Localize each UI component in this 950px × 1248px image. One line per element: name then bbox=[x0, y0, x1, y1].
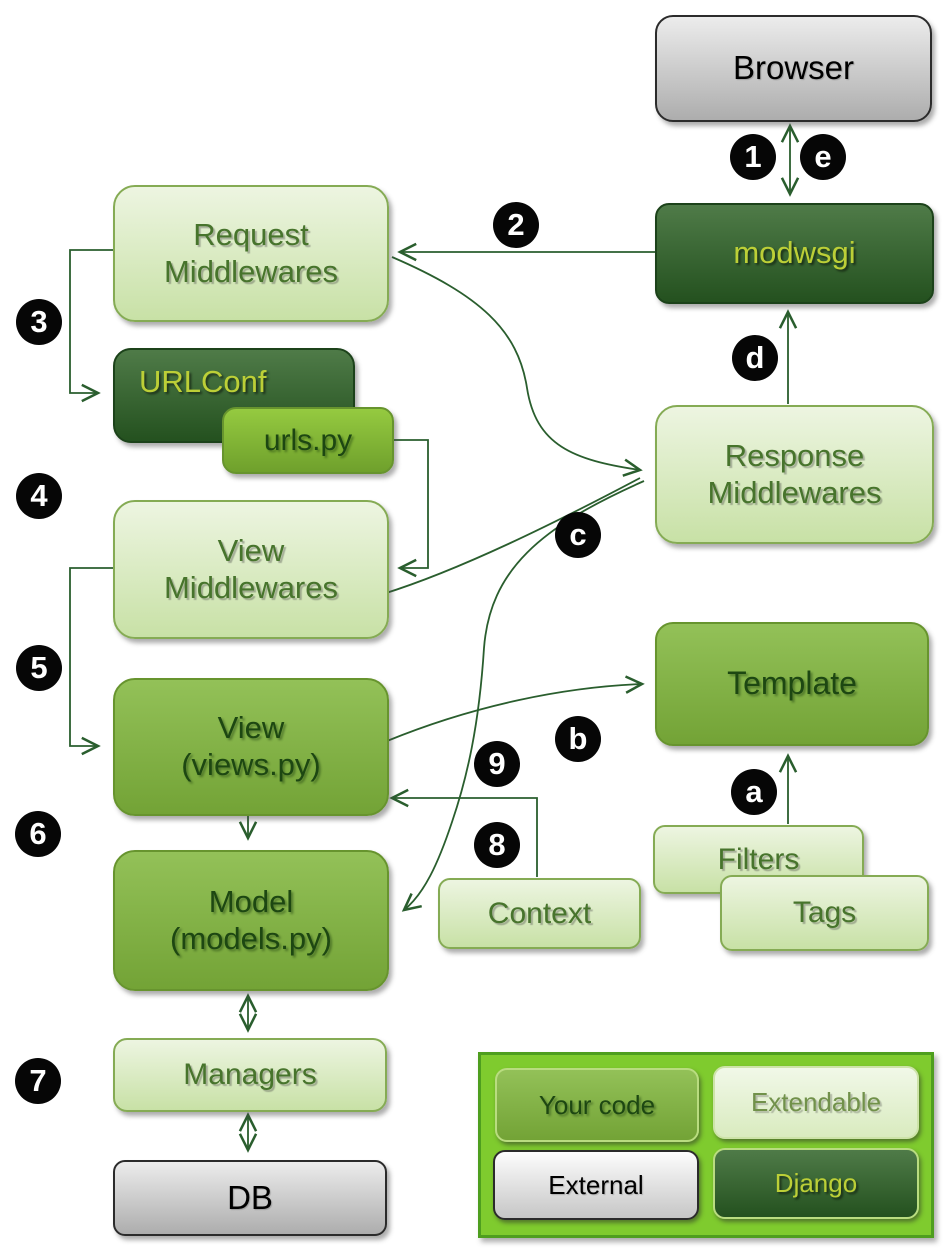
legend-item-external: External bbox=[493, 1150, 699, 1220]
legend-extendable-label: Extendable bbox=[750, 1087, 882, 1117]
node-response-middlewares-label: Response Middlewares bbox=[707, 437, 882, 510]
node-response-middlewares: Response Middlewares bbox=[655, 405, 934, 544]
elbow-request-middlewares-urlconf bbox=[69, 249, 114, 403]
node-view-middlewares: View Middlewares bbox=[113, 500, 389, 639]
curve-view-middlewares-response-middlewares bbox=[382, 477, 641, 595]
badge-step-e: e bbox=[800, 134, 846, 180]
legend: Your code Extendable External Django bbox=[478, 1052, 934, 1238]
badge-step-6: 6 bbox=[15, 811, 61, 857]
node-modwsgi: modwsgi bbox=[655, 203, 934, 304]
legend-item-extendable: Extendable bbox=[713, 1066, 919, 1139]
badge-step-7: 7 bbox=[15, 1058, 61, 1104]
legend-django-label: Django bbox=[774, 1168, 858, 1198]
curve-request-middlewares-response-middlewares bbox=[391, 256, 643, 477]
legend-your-code-label: Your code bbox=[538, 1089, 656, 1120]
node-request-middlewares: Request Middlewares bbox=[113, 185, 389, 322]
elbow-urlspy-view-middlewares bbox=[389, 439, 429, 578]
node-template-label: Template bbox=[727, 665, 857, 702]
badge-step-9: 9 bbox=[474, 741, 520, 787]
node-model-label: Model (models.py) bbox=[170, 883, 332, 956]
badge-step-a: a bbox=[731, 769, 777, 815]
badge-step-1: 1 bbox=[730, 134, 776, 180]
badge-step-3: 3 bbox=[16, 299, 62, 345]
curve-view-template bbox=[386, 675, 645, 742]
legend-item-django: Django bbox=[713, 1148, 919, 1219]
curve-response-middlewares-model bbox=[401, 480, 645, 912]
node-template: Template bbox=[655, 622, 929, 746]
badge-step-5: 5 bbox=[16, 645, 62, 691]
badge-step-b: b bbox=[555, 716, 601, 762]
node-urls-py: urls.py bbox=[222, 407, 394, 474]
node-view-label: View (views.py) bbox=[181, 710, 321, 782]
badge-step-4: 4 bbox=[16, 473, 62, 519]
node-context: Context bbox=[438, 878, 641, 949]
badge-step-c: c bbox=[555, 512, 601, 558]
elbow-view-middlewares-view bbox=[69, 567, 114, 756]
node-browser: Browser bbox=[655, 15, 932, 122]
node-tags-label: Tags bbox=[792, 896, 857, 930]
node-view-middlewares-label: View Middlewares bbox=[163, 532, 338, 605]
node-view: View (views.py) bbox=[113, 678, 389, 816]
badge-step-2: 2 bbox=[493, 202, 539, 248]
node-model: Model (models.py) bbox=[113, 850, 389, 991]
node-db: DB bbox=[113, 1160, 387, 1236]
node-managers: Managers bbox=[113, 1038, 387, 1112]
node-urlconf-label: URLConf bbox=[139, 364, 267, 399]
node-managers-label: Managers bbox=[183, 1058, 317, 1092]
node-context-label: Context bbox=[487, 896, 592, 930]
node-modwsgi-label: modwsgi bbox=[733, 235, 856, 271]
legend-item-your-code: Your code bbox=[495, 1068, 699, 1142]
badge-step-8: 8 bbox=[474, 822, 520, 868]
node-db-label: DB bbox=[227, 1178, 273, 1216]
node-urls-py-label: urls.py bbox=[263, 423, 353, 457]
node-tags: Tags bbox=[720, 875, 929, 951]
badge-step-d: d bbox=[732, 335, 778, 381]
node-browser-label: Browser bbox=[732, 49, 855, 87]
node-request-middlewares-label: Request Middlewares bbox=[163, 216, 338, 289]
legend-external-label: External bbox=[548, 1169, 644, 1200]
node-filters-label: Filters bbox=[717, 842, 800, 876]
